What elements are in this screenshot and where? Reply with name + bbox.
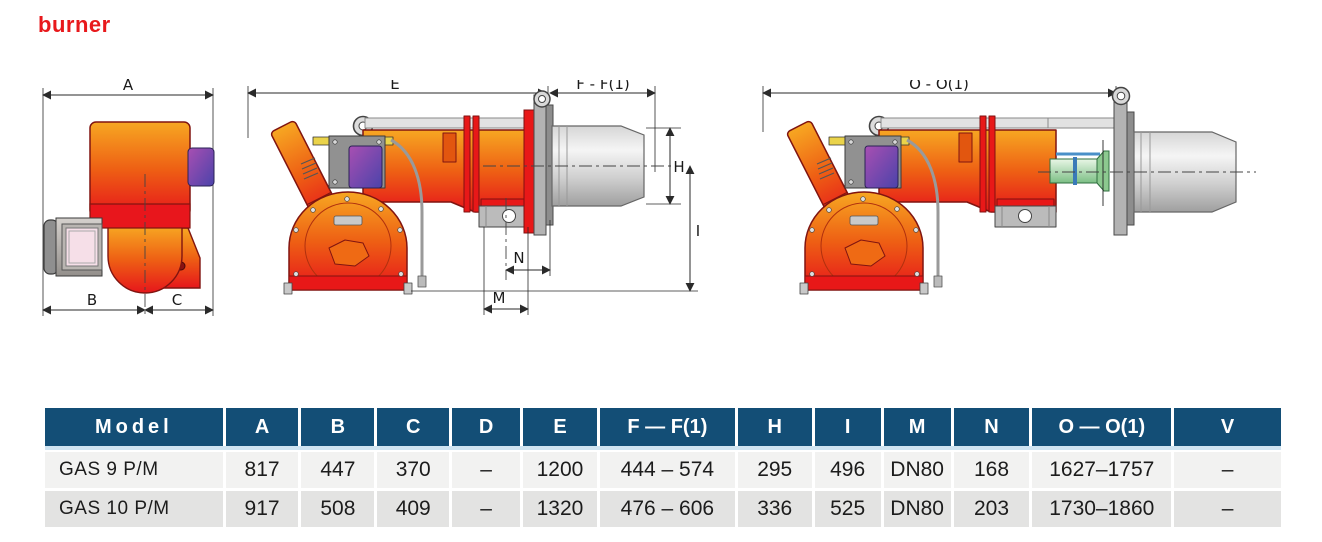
value-cell: 508 [301, 491, 375, 527]
lifting-eye-icon [533, 90, 551, 108]
column-header: H [737, 408, 812, 446]
dim-label-i: I [696, 222, 700, 240]
column-header: E [523, 408, 597, 446]
value-cell: 1730–1860 [1032, 491, 1172, 527]
value-cell: 295 [737, 452, 812, 488]
column-header: B [301, 408, 375, 446]
column-header-model: Model [45, 408, 223, 446]
value-cell: 409 [377, 491, 450, 527]
value-cell: – [1174, 491, 1281, 527]
column-header: I [814, 408, 881, 446]
column-header: D [452, 408, 521, 446]
lifting-eye-icon [1111, 86, 1131, 106]
value-cell: – [452, 452, 521, 488]
dim-label-b: B [87, 291, 97, 309]
column-header: A [225, 408, 299, 446]
dim-label-a: A [123, 78, 134, 94]
table-row: GAS 10 P/M 917 508 409 – 1320 476 – 606 … [45, 491, 1281, 527]
column-header: V [1174, 408, 1281, 446]
value-cell: DN80 [883, 491, 951, 527]
page-title: burner [38, 12, 111, 37]
long-head-view-drawing: O - O(1) [762, 80, 1256, 296]
dim-label-e: E [390, 80, 399, 93]
burner-front-body [89, 121, 191, 217]
table-header-row: Model A B C D E F — F(1) H I M N O — O(1… [45, 408, 1281, 446]
value-cell: 1200 [523, 452, 597, 488]
side-view-drawing: E F - F(1) H I N M [247, 80, 700, 315]
value-cell: 444 – 574 [599, 452, 735, 488]
value-cell: 525 [814, 491, 881, 527]
side-connector [187, 147, 215, 187]
extended-head [1049, 150, 1110, 192]
value-cell: 1627–1757 [1032, 452, 1172, 488]
dim-label-o: O - O(1) [909, 80, 969, 93]
model-cell: GAS 9 P/M [45, 452, 223, 488]
column-header: O — O(1) [1032, 408, 1172, 446]
header-accent-strip [45, 446, 1281, 450]
value-cell: 203 [953, 491, 1030, 527]
dim-label-f: F - F(1) [576, 80, 629, 93]
fan-front [107, 225, 183, 294]
value-cell: 917 [225, 491, 299, 527]
column-header: M [883, 408, 951, 446]
spec-table: Model A B C D E F — F(1) H I M N O — O(1… [45, 408, 1281, 527]
value-cell: DN80 [883, 452, 951, 488]
column-header: F — F(1) [599, 408, 735, 446]
front-view-drawing: A B C [42, 78, 215, 318]
value-cell: 447 [301, 452, 375, 488]
value-cell: 168 [953, 452, 1030, 488]
value-cell: 1320 [523, 491, 597, 527]
value-cell: 817 [225, 452, 299, 488]
column-header: C [377, 408, 450, 446]
dim-label-n: N [513, 249, 524, 267]
value-cell: 370 [377, 452, 450, 488]
motor [43, 217, 103, 277]
value-cell: – [1174, 452, 1281, 488]
value-cell: 336 [737, 491, 812, 527]
value-cell: 476 – 606 [599, 491, 735, 527]
column-header: N [953, 408, 1030, 446]
table-row: GAS 9 P/M 817 447 370 – 1200 444 – 574 2… [45, 452, 1281, 488]
value-cell: – [452, 491, 521, 527]
dim-label-h: H [673, 158, 684, 176]
value-cell: 496 [814, 452, 881, 488]
dim-label-c: C [172, 291, 182, 309]
dim-label-m: M [493, 289, 506, 307]
model-cell: GAS 10 P/M [45, 491, 223, 527]
